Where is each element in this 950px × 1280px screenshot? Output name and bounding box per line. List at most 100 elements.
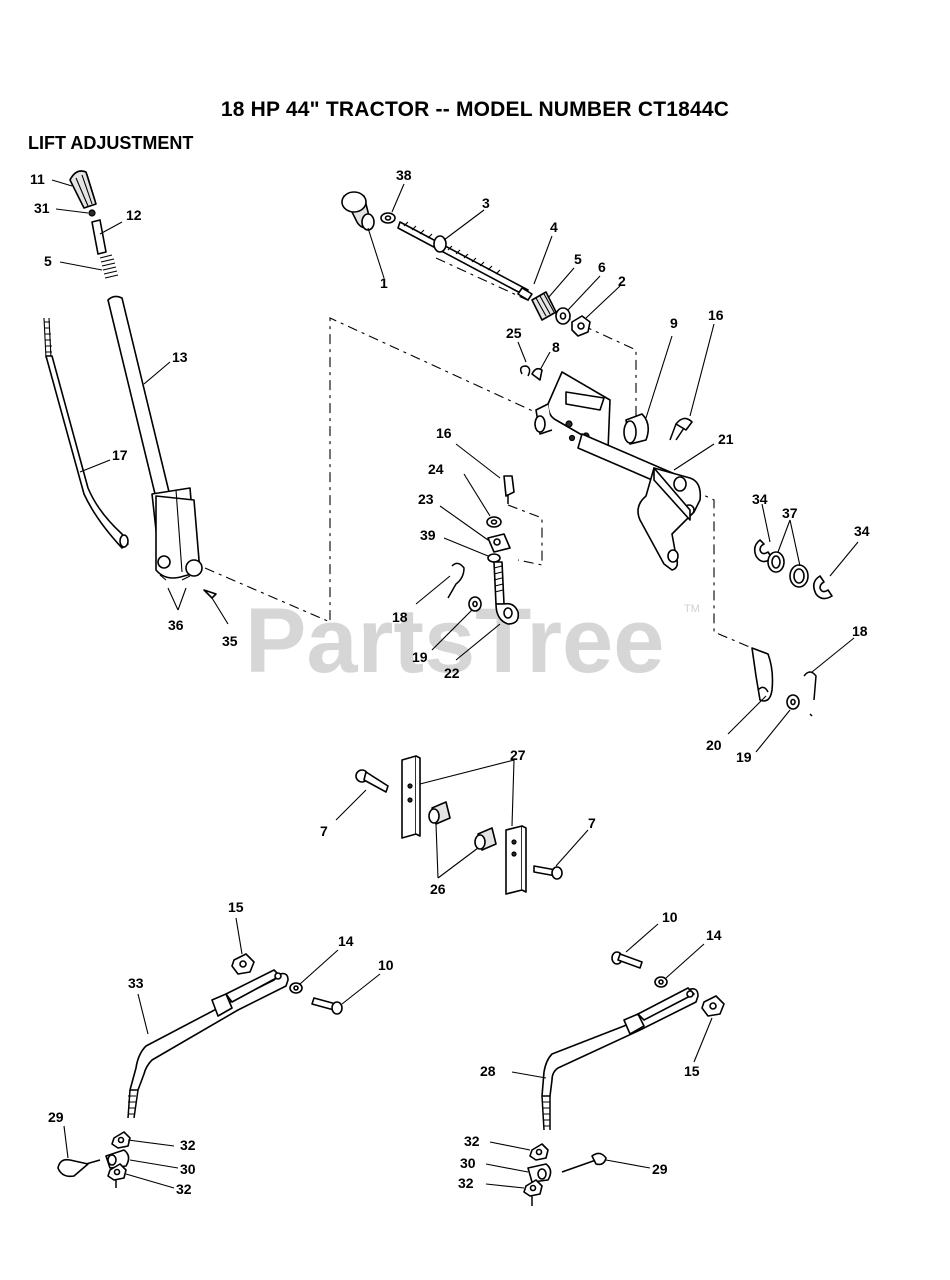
callout-3: 3 [482, 195, 490, 211]
hairpin-18-right [803, 671, 817, 717]
hairpin-16-right [669, 417, 693, 441]
watermark-trademark: TM [684, 603, 700, 615]
watermark-brand: PartsTree [245, 590, 664, 692]
callout-18-center: 18 [392, 609, 408, 625]
callout-16-center: 16 [436, 425, 452, 441]
washer-19-center [468, 596, 482, 612]
washer-24 [486, 516, 502, 528]
nut-15-right [701, 995, 725, 1017]
callout-2: 2 [618, 273, 626, 289]
pin-29-right [561, 1152, 607, 1173]
e-ring-34-left [753, 539, 773, 563]
nut-38 [380, 212, 396, 224]
callout-36: 36 [168, 617, 184, 633]
plate-27-left [401, 755, 421, 839]
spring-5-left [99, 254, 119, 279]
callout-30-left: 30 [180, 1161, 196, 1177]
clip-8 [531, 367, 543, 381]
callout-20: 20 [706, 737, 722, 753]
callout-21: 21 [718, 431, 734, 447]
callout-labels: 11 31 12 5 13 17 36 35 1 38 3 4 5 6 2 25… [30, 167, 870, 1197]
callout-19-center: 19 [412, 649, 428, 665]
hairpin-18-center [447, 562, 465, 599]
washer-14-right [654, 976, 668, 988]
callout-27: 27 [510, 747, 526, 763]
spacers-26 [428, 801, 497, 851]
swivel-30-right [527, 1163, 552, 1183]
callout-14-left: 14 [338, 933, 354, 949]
callout-25: 25 [506, 325, 522, 341]
page-title: 18 HP 44" TRACTOR -- MODEL NUMBER CT1844… [220, 98, 730, 121]
washer-6 [555, 307, 571, 325]
knob-1 [341, 191, 375, 231]
callout-11: 11 [30, 171, 45, 187]
hairpin-16-center [503, 475, 515, 504]
spring-5-top [531, 291, 557, 321]
nut-32-right-lower [523, 1179, 543, 1206]
callout-13: 13 [172, 349, 188, 365]
trunnion-23 [487, 533, 511, 553]
pin-29-left [57, 1158, 101, 1178]
callout-10-right: 10 [662, 909, 678, 925]
pin-31 [88, 209, 96, 217]
callout-22: 22 [444, 665, 460, 681]
callout-37: 37 [782, 505, 798, 521]
callout-34-left: 34 [752, 491, 768, 507]
nut-2 [571, 315, 591, 337]
bolt-10-right [611, 951, 643, 969]
callout-5-top: 5 [574, 251, 582, 267]
callout-18-right: 18 [852, 623, 868, 639]
callout-31: 31 [34, 200, 50, 216]
callout-35: 35 [222, 633, 238, 649]
nut-32-right-upper [529, 1143, 549, 1161]
callout-30-right: 30 [460, 1155, 476, 1171]
bolt-7-right [533, 865, 563, 880]
callout-32-left-upper: 32 [180, 1137, 196, 1153]
callout-7-left: 7 [320, 823, 328, 839]
callout-32-right-upper: 32 [464, 1133, 480, 1149]
nut-32-left-lower [107, 1163, 127, 1188]
callout-23: 23 [418, 491, 434, 507]
callout-29-left: 29 [48, 1109, 64, 1125]
callout-17: 17 [112, 447, 128, 463]
handle-grip-11 [69, 170, 97, 209]
lift-link-33 [127, 969, 289, 1119]
callout-8: 8 [552, 339, 560, 355]
callout-16-right: 16 [708, 307, 724, 323]
e-ring-34-right [812, 575, 833, 600]
callout-9: 9 [670, 315, 678, 331]
callout-39: 39 [420, 527, 436, 543]
callout-28: 28 [480, 1063, 496, 1079]
swivel-30-left [105, 1149, 130, 1169]
lift-shaft-21 [534, 371, 702, 571]
washer-14-left [289, 982, 303, 994]
adjuster-rod-3 [397, 221, 529, 297]
callout-5-left: 5 [44, 253, 52, 269]
key-35 [203, 589, 217, 599]
nut-32-left-upper [111, 1131, 131, 1149]
callout-24: 24 [428, 461, 444, 477]
callout-6: 6 [598, 259, 606, 275]
callout-38: 38 [396, 167, 412, 183]
callout-1: 1 [380, 275, 388, 291]
lift-link-28 [541, 987, 699, 1131]
leader-lines [51, 179, 859, 1189]
callout-19-right: 19 [736, 749, 752, 765]
nut-15-left [231, 953, 255, 975]
section-title: LIFT ADJUSTMENT [28, 133, 194, 153]
callout-14-right: 14 [706, 927, 722, 943]
pins-36 [159, 574, 191, 581]
callout-15-left: 15 [228, 899, 244, 915]
nut-39 [487, 553, 501, 563]
pin-4 [517, 287, 533, 301]
washer-19-right [786, 694, 800, 710]
callout-33: 33 [128, 975, 144, 991]
lift-rod-17 [43, 317, 129, 549]
eyebolt-22 [493, 561, 520, 625]
plate-27-right [505, 825, 527, 895]
bolt-10-left [311, 997, 343, 1015]
clip-25 [519, 365, 531, 377]
insert-12 [91, 219, 107, 255]
callout-12: 12 [126, 207, 142, 223]
